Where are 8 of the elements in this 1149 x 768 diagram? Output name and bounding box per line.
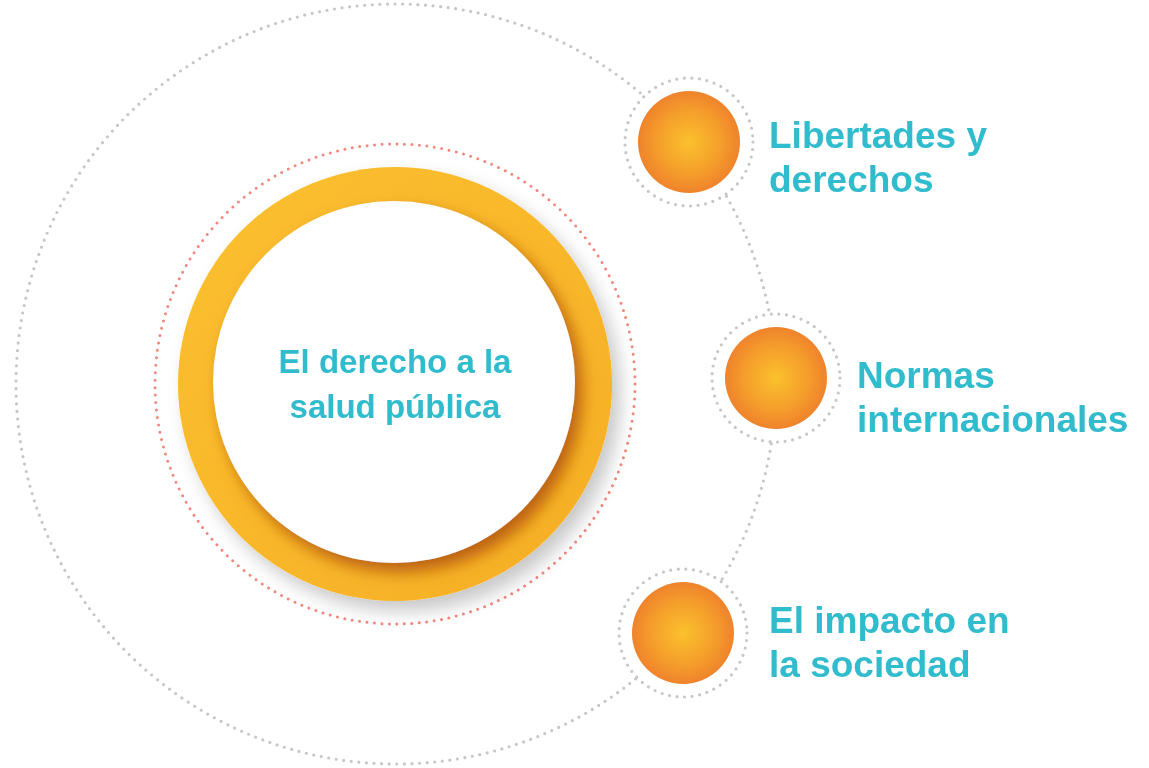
hub-circle [153,142,637,626]
orbit-arc [720,442,773,582]
circle-caption: Normas internacionales [857,354,1130,442]
circle-caption: Libertades y derechos [769,114,988,202]
hub-title: El derecho a la salud pública [277,342,513,427]
circle-caption: El impacto en la sociedad [769,599,1011,687]
orbit-arc [14,3,645,766]
orbit-arc [724,194,771,314]
